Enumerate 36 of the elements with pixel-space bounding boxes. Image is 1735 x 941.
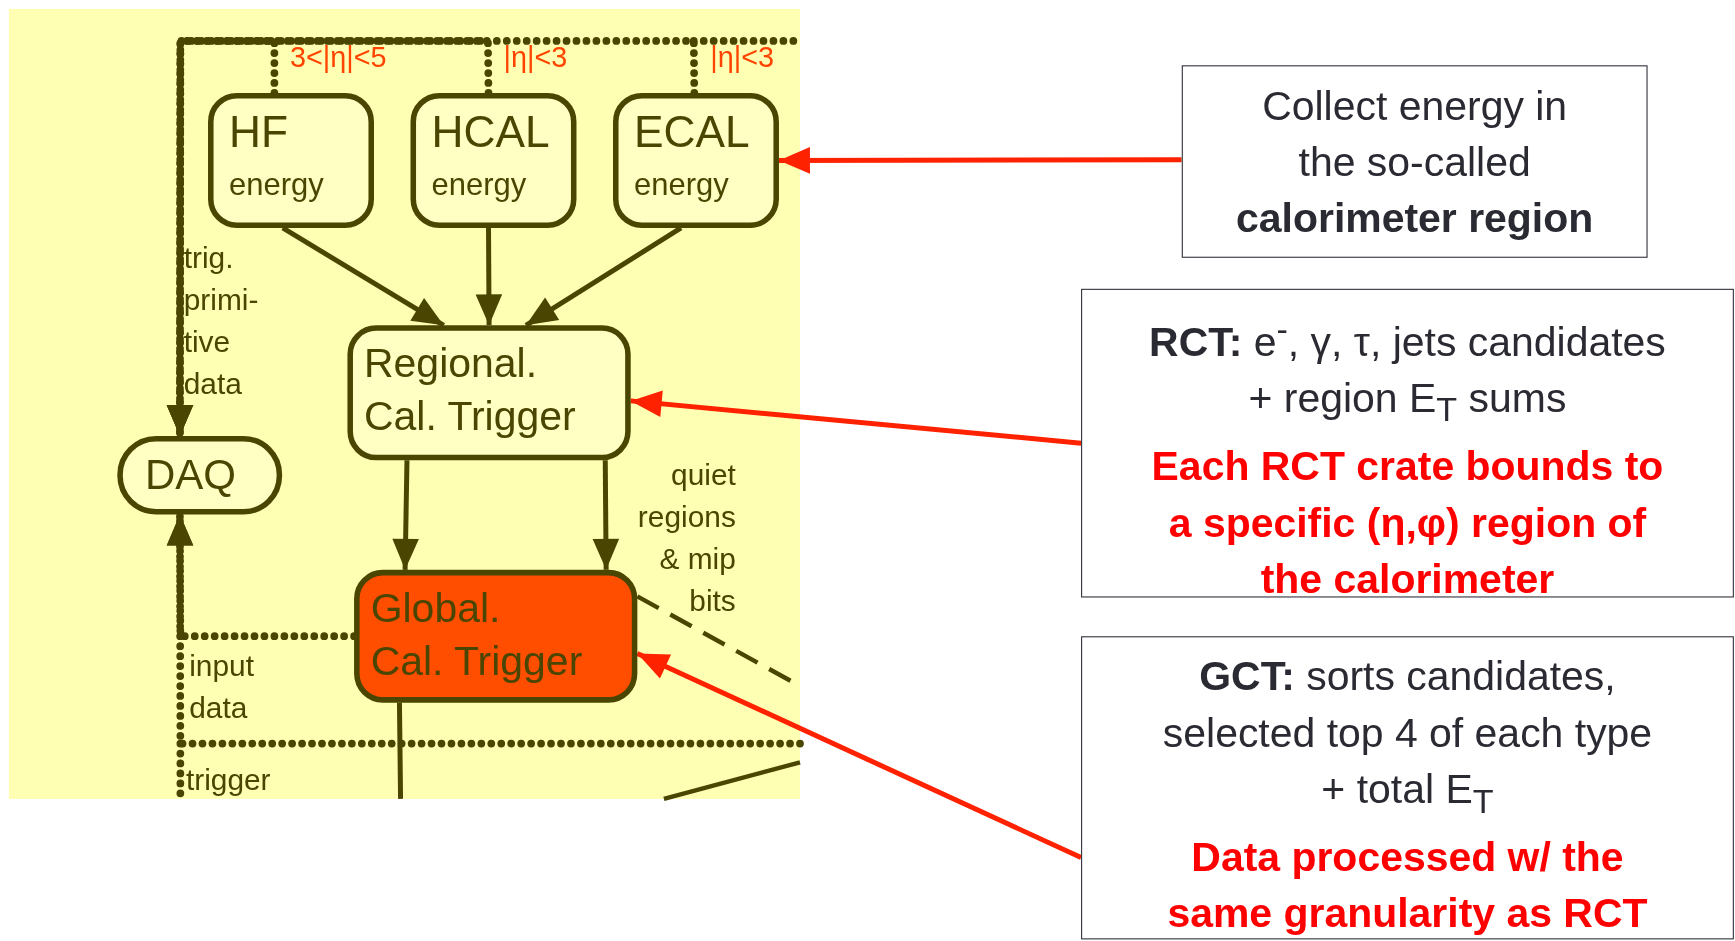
edge-label: 3<|η|<5 bbox=[289, 39, 387, 77]
box-label: Global. Cal. Trigger bbox=[370, 584, 584, 686]
callout-box bbox=[1081, 288, 1734, 598]
arrow bbox=[778, 147, 1182, 174]
box-label: Regional. Cal. Trigger bbox=[364, 339, 577, 442]
edge-label: |η|<3 bbox=[503, 39, 568, 77]
box-heading: HCAL bbox=[431, 107, 550, 158]
box-heading: ECAL bbox=[634, 107, 750, 158]
callout-text: RCT: e$^{-}$, γ, τ, jets candidates + region E$_{T}$ sums bbox=[1148, 308, 1667, 431]
side-label: trig. primi- tive data bbox=[183, 240, 260, 403]
callout-text: Data processed w/ the same granularity as RCT bbox=[1166, 833, 1649, 939]
callout-text: GCT: sorts candidates, selected top 4 of each type + total E$_{T}$ bbox=[1161, 652, 1654, 823]
arrow bbox=[636, 651, 1083, 860]
callout-box bbox=[1081, 636, 1734, 940]
process-box bbox=[208, 92, 374, 228]
box-heading: HF bbox=[229, 107, 289, 158]
callout-text: Collect energy in the so-called calorimeter region bbox=[1235, 81, 1595, 243]
edge-label: |η|<3 bbox=[710, 39, 775, 77]
process-box bbox=[354, 569, 638, 703]
edge-label: input data bbox=[189, 648, 255, 727]
process-box bbox=[613, 92, 779, 228]
callout-text: Each RCT crate bounds to a specific (η,φ) region of the calorimeter bbox=[1150, 442, 1665, 604]
box-label: DAQ bbox=[144, 451, 237, 500]
arrow bbox=[592, 460, 620, 570]
edge-label: trigger bbox=[185, 762, 269, 799]
box-subtitle: energy bbox=[634, 167, 729, 203]
box-subtitle: energy bbox=[431, 167, 527, 203]
connector-line bbox=[396, 702, 404, 799]
process-box bbox=[410, 92, 577, 228]
arrow bbox=[475, 227, 503, 326]
arrow bbox=[630, 390, 1082, 446]
edge-label: quiet regions & mip bits bbox=[636, 457, 736, 620]
arrow bbox=[392, 460, 419, 570]
callout-box bbox=[1181, 65, 1648, 258]
box-subtitle: energy bbox=[229, 167, 324, 203]
process-box bbox=[347, 325, 631, 461]
